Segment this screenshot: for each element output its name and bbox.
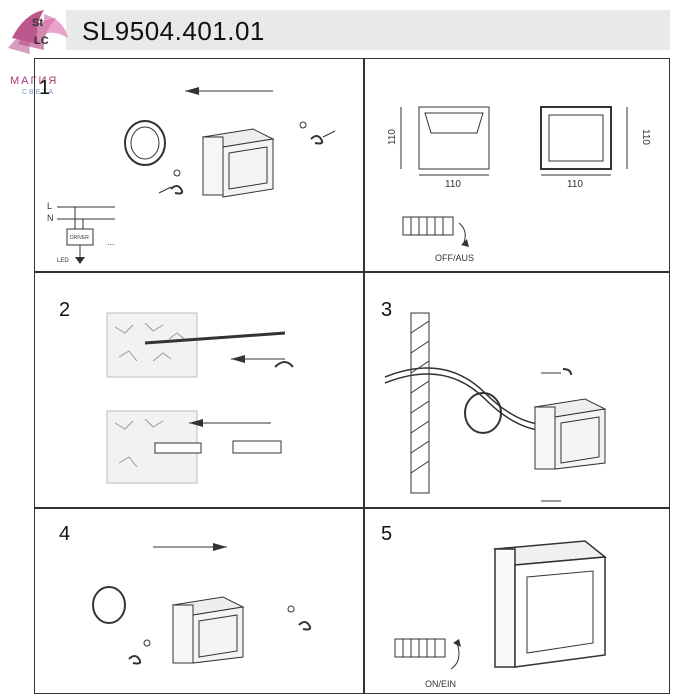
dimensions-drawing: 110 110 110 110 OFF/AUS (387, 106, 651, 263)
panel-step-5: 5 ON/EIN (364, 508, 670, 694)
step-number: 3 (381, 299, 393, 321)
step-2-illustration (106, 312, 294, 484)
dim-side-w: 110 (567, 179, 583, 190)
step-5-illustration: ON/EIN (394, 540, 607, 689)
step-number: 1 (39, 77, 51, 99)
logo-sub: СВЕТА (22, 89, 55, 96)
dim-front-w: 110 (445, 179, 461, 190)
led-label: LED (57, 258, 69, 264)
instruction-grid: 1 L N DRI (34, 58, 670, 694)
step-1-illustration: L N DRIVER LED ... (47, 87, 336, 264)
header-bar: SL9504.401.01 (66, 10, 670, 50)
wire-n-label: N (47, 213, 54, 223)
panel-step-4: 4 (34, 508, 364, 694)
step-number: 5 (381, 523, 393, 545)
svg-text:St: St (32, 17, 43, 29)
more-dots: ... (107, 237, 115, 247)
wire-l-label: L (47, 201, 52, 211)
switch-off-label: OFF/AUS (435, 253, 474, 263)
switch-on-label: ON/EIN (425, 679, 456, 689)
logo-word: МАГИЯ (10, 75, 58, 87)
dim-front-h: 110 (387, 129, 398, 145)
product-code: SL9504.401.01 (82, 16, 265, 46)
step-4-illustration (92, 543, 312, 665)
driver-label: DRIVER (70, 235, 89, 241)
step-number: 2 (59, 299, 71, 321)
step-3-illustration (384, 312, 607, 502)
panel-step-2: 2 (34, 272, 364, 508)
svg-text:LC: LC (34, 35, 49, 47)
logo-mark: St LC МАГИЯ СВЕТА (8, 10, 68, 96)
brand-logo: St LC МАГИЯ СВЕТА (4, 4, 74, 96)
step-number: 4 (59, 523, 71, 545)
panel-dimensions: 110 110 110 110 OFF/AUS (364, 58, 670, 272)
dim-side-h: 110 (640, 129, 651, 145)
panel-step-1: 1 L N DRI (34, 58, 364, 272)
panel-step-3: 3 (364, 272, 670, 508)
